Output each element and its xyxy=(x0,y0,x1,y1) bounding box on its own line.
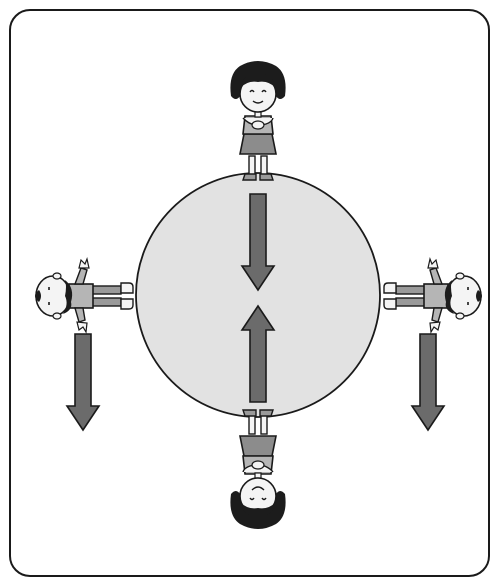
diagram-stage xyxy=(0,0,499,586)
rotating-disc-diagram xyxy=(0,0,499,586)
